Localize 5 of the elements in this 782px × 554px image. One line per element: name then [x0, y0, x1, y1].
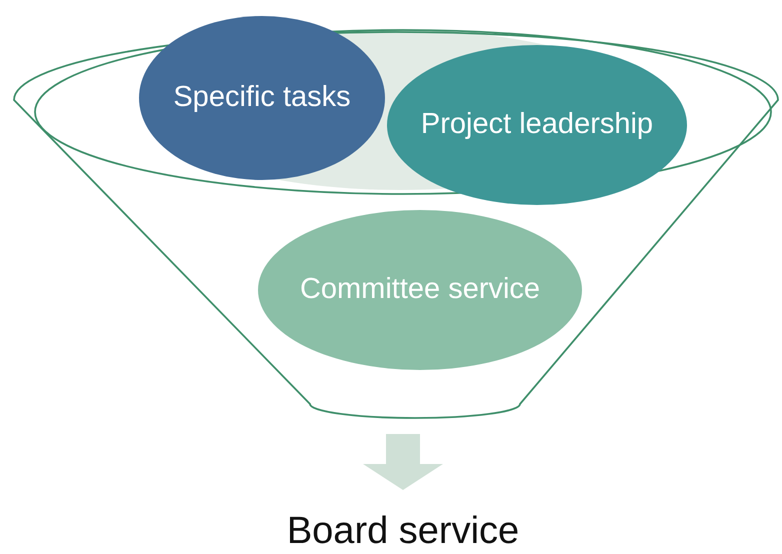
block-arrow	[363, 434, 443, 490]
ellipse-label: Project leadership	[420, 107, 654, 142]
ellipse-label: Specific tasks	[173, 80, 351, 116]
result-text: Board service	[230, 508, 576, 554]
ellipse-label: Committee service	[300, 272, 540, 308]
